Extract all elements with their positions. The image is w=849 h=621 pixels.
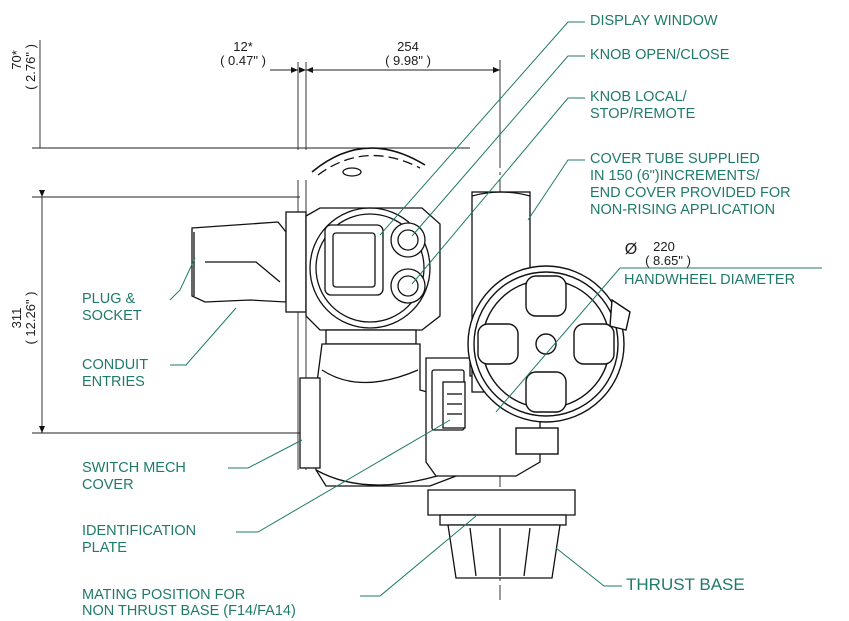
dim-70-in: ( 2.76" )	[23, 44, 38, 90]
callout-thrust-base: THRUST BASE	[626, 575, 745, 594]
callout-handwheel-diameter: HANDWHEEL DIAMETER	[624, 272, 796, 288]
callout-cover-tube-line4: NON-RISING APPLICATION	[590, 202, 776, 218]
callout-mating-line2: NON THRUST BASE (F14/FA14)	[82, 603, 296, 619]
callout-cover-tube-line3: END COVER PROVIDED FOR	[590, 185, 791, 201]
callout-cover-tube-line2: IN 150 (6")INCREMENTS/	[590, 168, 760, 184]
dim-220-diameter-symbol: Ø	[624, 241, 638, 258]
callout-display-window: DISPLAY WINDOW	[590, 13, 718, 29]
callout-switch-mech-line2: COVER	[82, 477, 134, 493]
callout-ident-plate-line1: IDENTIFICATION	[82, 523, 197, 539]
callout-plug-socket-line1: PLUG &	[82, 291, 136, 307]
callout-conduit-line2: ENTRIES	[82, 374, 145, 390]
dim-12-mm: 12*	[233, 39, 253, 54]
dim-254-in: ( 9.98" )	[385, 53, 431, 68]
callout-plug-socket-line2: SOCKET	[82, 308, 142, 324]
dim-12-in: ( 0.47" )	[220, 53, 266, 68]
callout-conduit-line1: CONDUIT	[82, 357, 149, 373]
dim-311-mm: 311	[9, 307, 24, 329]
callout-cover-tube-line1: COVER TUBE SUPPLIED	[590, 151, 760, 167]
callout-knob-local-line1: KNOB LOCAL/	[590, 89, 687, 105]
callout-switch-mech-line1: SWITCH MECH	[82, 460, 186, 476]
dim-254-mm: 254	[397, 39, 419, 54]
dim-311-in: ( 12.26" )	[23, 291, 38, 345]
callout-mating-line1: MATING POSITION FOR	[82, 587, 246, 603]
leader-lines	[169, 21, 822, 597]
dim-70-mm: 70*	[9, 50, 24, 70]
dim-220-mm: 220	[653, 239, 675, 254]
dim-220-in: ( 8.65" )	[645, 253, 691, 268]
callout-ident-plate-line2: PLATE	[82, 540, 127, 556]
callout-knob-open-close: KNOB OPEN/CLOSE	[590, 47, 730, 63]
handwheel	[467, 265, 631, 455]
callout-knob-local-line2: STOP/REMOTE	[590, 106, 696, 122]
